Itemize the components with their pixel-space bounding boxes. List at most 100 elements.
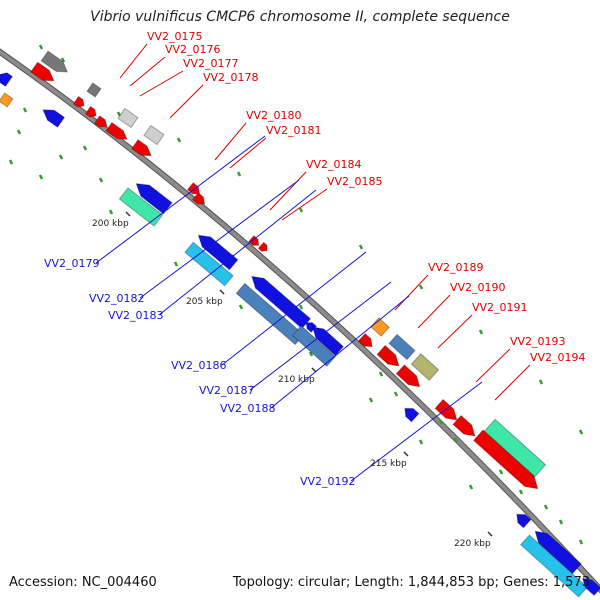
tick-mark-2-9 bbox=[578, 539, 584, 545]
gene-red-5 bbox=[105, 121, 128, 140]
leader-line-VV2_0179 bbox=[95, 135, 266, 264]
gene-red-12-shape bbox=[376, 344, 400, 367]
leader-line-VV2_0194 bbox=[494, 364, 531, 401]
topology-label: Topology: circular; Length: 1,844,853 bp… bbox=[232, 575, 590, 590]
gene-blue-10-shape bbox=[534, 530, 582, 575]
gene-blue-1 bbox=[0, 72, 14, 88]
gene-red-15 bbox=[452, 414, 476, 437]
gene-red-3 bbox=[84, 105, 97, 118]
gene-lightgray-2-shape bbox=[143, 124, 165, 146]
gene-gray-2-shape bbox=[86, 82, 102, 98]
gene-blue-7-shape bbox=[311, 326, 345, 357]
tick-mark-0-10 bbox=[578, 429, 584, 435]
tick-mark-0-2 bbox=[116, 111, 122, 117]
gene-red-11-shape bbox=[357, 332, 373, 348]
map-title: Vibrio vulnificus CMCP6 chromosome II, c… bbox=[90, 9, 510, 25]
gene-red-5-shape bbox=[105, 121, 128, 140]
leader-line-VV2_0180 bbox=[214, 122, 247, 161]
tick-mark-3-8 bbox=[468, 484, 474, 490]
gene-red-16 bbox=[472, 429, 539, 490]
tick-mark-1-0 bbox=[16, 129, 22, 135]
gene-lightgray-1-shape bbox=[117, 107, 139, 129]
gene-red-10 bbox=[257, 241, 268, 252]
gene-label-VV2_0176: VV2_0176 bbox=[165, 43, 221, 56]
gene-blue-8 bbox=[404, 407, 420, 423]
gene-olive-1 bbox=[410, 353, 440, 381]
gene-steelblue-3 bbox=[291, 325, 337, 367]
tick-mark-0-7 bbox=[418, 284, 424, 290]
gene-blue-5 bbox=[251, 275, 312, 330]
tick-mark-2-0 bbox=[22, 107, 28, 113]
gene-red-15-shape bbox=[452, 414, 476, 437]
gene-label-VV2_0192: VV2_0192 bbox=[300, 475, 356, 488]
gene-orange-2-shape bbox=[0, 92, 14, 108]
gene-blue-3 bbox=[135, 183, 173, 215]
gene-orange-1 bbox=[370, 317, 390, 337]
gene-red-12 bbox=[376, 344, 400, 367]
gene-blue-5-shape bbox=[251, 275, 312, 330]
accession-label: Accession: NC_004460 bbox=[9, 575, 157, 590]
leader-line-VV2_0182 bbox=[139, 179, 300, 299]
leader-line-VV2_0184 bbox=[269, 171, 307, 211]
tick-mark-2-7 bbox=[498, 469, 504, 475]
gene-label-VV2_0189: VV2_0189 bbox=[428, 261, 484, 274]
tick-mark-3-1 bbox=[38, 174, 44, 180]
tick-mark-0-9 bbox=[538, 379, 544, 385]
gene-red-1 bbox=[30, 61, 55, 82]
gene-label-VV2_0194: VV2_0194 bbox=[530, 351, 586, 364]
kbp-label-2: 210 kbp bbox=[278, 375, 315, 385]
leader-line-VV2_0187 bbox=[249, 281, 392, 391]
tick-mark-2-5 bbox=[378, 371, 384, 377]
gene-label-VV2_0182: VV2_0182 bbox=[89, 292, 145, 305]
gene-red-4 bbox=[93, 115, 108, 128]
gene-olive-1-shape bbox=[410, 353, 440, 381]
kbp-label-4: 220 kbp bbox=[454, 539, 491, 549]
gene-mint-2-shape bbox=[118, 187, 164, 227]
gene-label-VV2_0191: VV2_0191 bbox=[472, 301, 528, 314]
tick-mark-1-10 bbox=[558, 519, 564, 525]
gene-orange-2 bbox=[0, 92, 14, 108]
gene-red-8 bbox=[191, 191, 206, 205]
gene-red-2 bbox=[72, 95, 85, 108]
leader-line-VV2_0177 bbox=[139, 70, 184, 97]
gene-mint-1-shape bbox=[483, 418, 547, 478]
kbp-label-1: 205 kbp bbox=[186, 297, 223, 307]
tick-mark-0-0 bbox=[38, 44, 44, 50]
gene-blue-8-shape bbox=[404, 407, 420, 423]
tick-mark-3-4 bbox=[238, 304, 244, 310]
tick-mark-2-1 bbox=[82, 145, 88, 151]
gene-label-VV2_0190: VV2_0190 bbox=[450, 281, 506, 294]
gene-red-6 bbox=[130, 139, 152, 157]
tick-mark-1-2 bbox=[98, 177, 104, 183]
gene-label-VV2_0178: VV2_0178 bbox=[203, 71, 259, 84]
tick-mark-3-5 bbox=[308, 351, 314, 357]
gene-blue-1-shape bbox=[0, 72, 14, 88]
gene-gray-1-shape bbox=[40, 50, 69, 73]
kbp-tick-mark-0 bbox=[125, 211, 131, 217]
tick-mark-2-8 bbox=[543, 504, 549, 510]
kbp-label-3: 215 kbp bbox=[370, 459, 407, 469]
gene-red-13-shape bbox=[395, 364, 421, 388]
leader-line-VV2_0189 bbox=[394, 274, 429, 311]
leader-line-VV2_0175 bbox=[119, 43, 148, 79]
tick-mark-1-7 bbox=[393, 391, 399, 397]
kbp-tick-mark-4 bbox=[487, 531, 493, 537]
gene-blue-2-shape bbox=[42, 109, 66, 128]
gene-red-13 bbox=[395, 364, 421, 388]
gene-lightgray-2 bbox=[143, 124, 165, 146]
gene-lightgray-1 bbox=[117, 107, 139, 129]
gene-label-VV2_0180: VV2_0180 bbox=[246, 109, 302, 122]
tick-mark-3-6 bbox=[368, 397, 374, 403]
gene-blue-6 bbox=[305, 322, 318, 334]
gene-skyblue-1-shape bbox=[184, 241, 234, 287]
tick-mark-0-3 bbox=[176, 137, 182, 143]
gene-blue-10 bbox=[534, 530, 582, 575]
tick-mark-3-3 bbox=[173, 261, 179, 267]
gene-label-VV2_0185: VV2_0185 bbox=[327, 175, 383, 188]
gene-label-VV2_0184: VV2_0184 bbox=[306, 158, 362, 171]
tick-mark-2-6 bbox=[438, 419, 444, 425]
gene-skyblue-2-shape bbox=[519, 534, 589, 598]
tick-mark-3-7 bbox=[418, 439, 424, 445]
gene-red-16-shape bbox=[472, 429, 539, 490]
gene-blue-4-shape bbox=[197, 234, 239, 271]
